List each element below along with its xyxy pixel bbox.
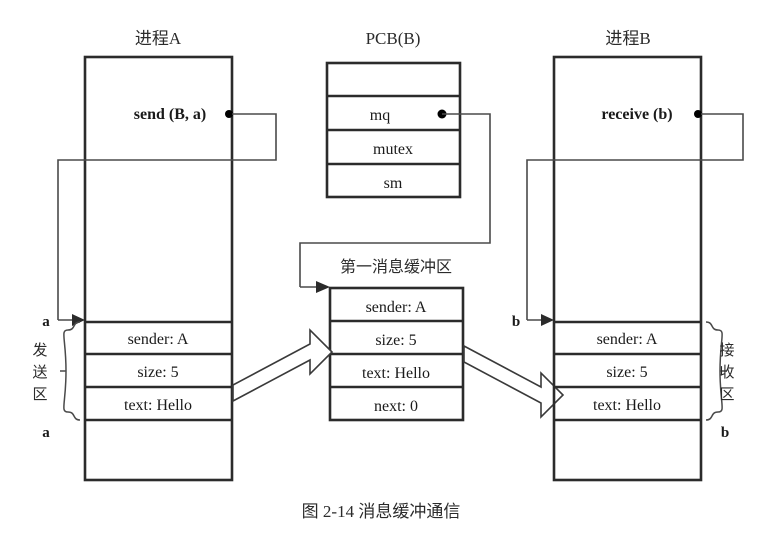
- process-a-pointer-bottom-label: a: [42, 425, 50, 441]
- process-b-pointer-bottom-label: b: [721, 425, 729, 441]
- receive-connector-arrowhead: [541, 314, 554, 326]
- process-a-pointer-top-label: a: [42, 314, 50, 330]
- send-area-label-char-1: 送: [32, 364, 47, 381]
- buffer-row-next: next: 0: [374, 398, 418, 415]
- process-a-row-sender: sender: A: [128, 331, 189, 348]
- process-a-box: [83, 55, 234, 482]
- receive-area-brace: [705, 321, 727, 421]
- process-a-row-text: text: Hello: [124, 397, 192, 414]
- process-a-title: 进程A: [135, 29, 182, 48]
- send-pointer-dot: [225, 110, 233, 118]
- process-b-pointer-top-label: b: [512, 314, 520, 330]
- receive-area-label-char-1: 收: [719, 364, 734, 381]
- send-area-label-char-2: 区: [32, 387, 47, 403]
- buffer-row-text: text: Hello: [362, 365, 430, 382]
- pcb-row-sm: sm: [384, 175, 403, 192]
- pcb-title: PCB(B): [366, 29, 421, 48]
- send-connector-path: [57, 113, 277, 320]
- process-b-title: 进程B: [605, 29, 650, 48]
- mq-connector-path: [299, 113, 491, 287]
- process-b-receive-call: receive (b): [601, 106, 672, 123]
- copy-arrow-buffer-to-b: [463, 344, 565, 419]
- mq-connector-arrowhead: [316, 281, 330, 293]
- process-b-row-size: size: 5: [606, 364, 647, 381]
- send-connector-arrowhead: [72, 314, 85, 326]
- copy-arrow-a-to-buffer: [232, 328, 334, 403]
- process-b-row-sender: sender: A: [597, 331, 658, 348]
- pcb-row-mq: mq: [370, 107, 390, 124]
- receive-pointer-dot: [694, 110, 702, 118]
- receive-area-label-char-0: 接: [719, 342, 734, 359]
- buffer-row-sender: sender: A: [366, 299, 427, 316]
- send-area-brace: [59, 321, 81, 421]
- pcb-row-mutex: mutex: [373, 141, 413, 158]
- buffer-row-size: size: 5: [375, 332, 416, 349]
- receive-connector-path: [526, 113, 744, 320]
- receive-area-label-char-2: 区: [719, 387, 734, 403]
- figure-caption: 图 2-14 消息缓冲通信: [302, 502, 461, 521]
- process-a-send-call: send (B, a): [134, 106, 206, 123]
- buffer-caption: 第一消息缓冲区: [340, 258, 452, 276]
- process-b-box: [552, 55, 703, 482]
- process-b-row-text: text: Hello: [593, 397, 661, 414]
- process-a-row-size: size: 5: [137, 364, 178, 381]
- send-area-label-char-0: 发: [32, 342, 47, 359]
